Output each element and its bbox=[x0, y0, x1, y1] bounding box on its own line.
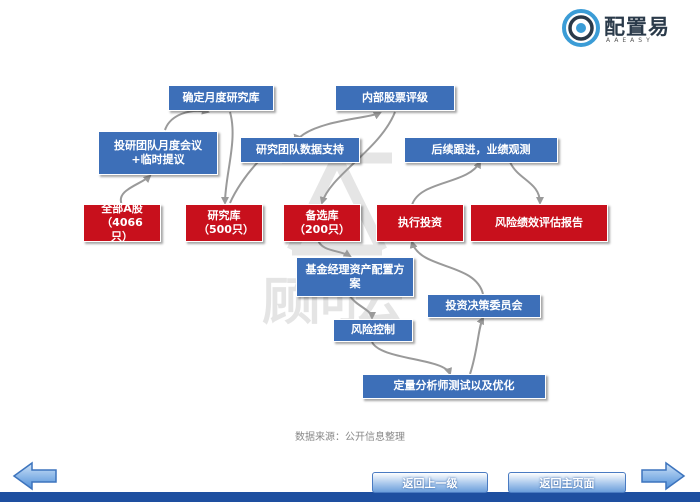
node-research-library: 研究库（500只） bbox=[185, 204, 263, 242]
connector-execute-to-followup bbox=[411, 160, 481, 206]
next-arrow-icon[interactable] bbox=[640, 461, 686, 491]
connector-risk-control-to-quant-test bbox=[371, 341, 453, 376]
node-all-a-shares: 全部A股（4066只） bbox=[83, 202, 161, 243]
connector-team-data-to-internal-rating bbox=[299, 112, 382, 138]
logo-name: 配置易 bbox=[604, 15, 670, 39]
connector-fm-allocation-to-risk-control bbox=[349, 295, 376, 320]
connector-quant-test-to-committee bbox=[469, 316, 484, 375]
logo-subtitle: AAEASY bbox=[606, 37, 654, 44]
connector-meeting-to-monthly-library bbox=[164, 106, 210, 131]
node-candidate-library: 备选库（200只） bbox=[283, 204, 361, 242]
node-execute-investment: 执行投资 bbox=[376, 204, 464, 242]
node-investment-committee: 投资决策委员会 bbox=[427, 294, 541, 318]
data-source-note: 数据来源：公开信息整理 bbox=[295, 432, 405, 443]
node-team-data: 研究团队数据支持 bbox=[240, 137, 360, 163]
bottom-bar bbox=[0, 492, 700, 502]
aaeasy-logo bbox=[562, 9, 600, 47]
node-followup: 后续跟进，业绩观测 bbox=[404, 137, 558, 163]
node-quant-testing: 定量分析师测试以及优化 bbox=[362, 374, 546, 399]
prev-arrow-icon[interactable] bbox=[12, 461, 58, 491]
connector-candidate-lib-to-fm-allocation bbox=[317, 239, 352, 258]
node-internal-rating: 内部股票评级 bbox=[335, 85, 455, 111]
node-risk-performance-report: 风险绩效评估报告 bbox=[470, 204, 608, 242]
node-risk-control: 风险控制 bbox=[333, 319, 413, 342]
node-fund-manager-allocation: 基金经理资产配置方案 bbox=[296, 257, 414, 297]
home-button[interactable]: 返回主页面 bbox=[508, 472, 626, 493]
node-team-meeting: 投研团队月度会议+临时提议 bbox=[98, 131, 218, 175]
node-monthly-library: 确定月度研究库 bbox=[168, 85, 274, 111]
connector-followup-to-risk-eval bbox=[509, 161, 544, 205]
connector-committee-to-execute bbox=[409, 240, 484, 295]
connector-all-a-to-meeting bbox=[119, 174, 152, 206]
connector-monthly-library-to-research-lib bbox=[221, 111, 234, 205]
back-button[interactable]: 返回上一级 bbox=[372, 472, 488, 493]
